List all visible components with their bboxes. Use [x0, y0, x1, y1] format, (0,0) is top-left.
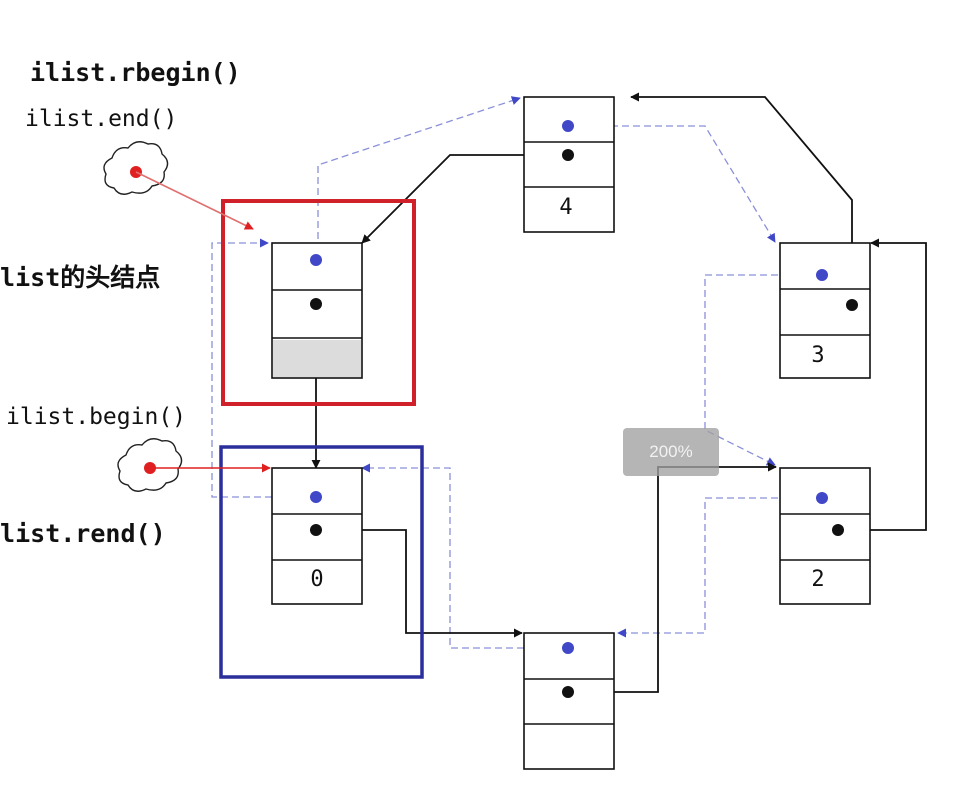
- node-data-cell-empty: [273, 340, 361, 377]
- prev-link-n4-to-n3: [578, 125, 776, 243]
- next-pointer-dot: [562, 149, 574, 161]
- next-pointer-dot: [310, 298, 322, 310]
- node-box: [523, 632, 615, 770]
- rend-label: ilist.rend(): [0, 519, 166, 548]
- prev-pointer-dot: [310, 254, 322, 266]
- zoom-level-badge: 200%: [623, 428, 719, 476]
- next-pointer-dot: [832, 524, 844, 536]
- prev-pointer-dot: [562, 120, 574, 132]
- node-value: 4: [559, 195, 572, 220]
- prev-link-n1-to-n0: [361, 463, 568, 649]
- next-pointer-dot: [562, 686, 574, 698]
- rbegin-label: ilist.rbegin(): [30, 58, 241, 87]
- head-node-label: ilist的头结点: [0, 263, 161, 292]
- node-box: [779, 467, 871, 605]
- prev-pointer-links: [211, 96, 822, 649]
- list-node: 3: [779, 242, 871, 379]
- node-box: [523, 96, 615, 233]
- list-node: 2: [779, 467, 871, 605]
- prev-pointer-dot: [816, 492, 828, 504]
- begin-iterator-marker: [117, 438, 271, 492]
- prev-pointer-dot: [310, 491, 322, 503]
- head-node-highlight: [221, 199, 416, 406]
- list-node: 4: [523, 96, 615, 233]
- node-box: [271, 467, 363, 605]
- node-box: [779, 242, 871, 379]
- end-iterator-marker: [103, 141, 254, 230]
- list-node: [523, 632, 615, 770]
- prev-pointer-dot: [562, 642, 574, 654]
- next-pointer-dot: [846, 299, 858, 311]
- node-value: 0: [310, 567, 323, 592]
- node-value: 2: [811, 567, 824, 592]
- prev-link-n2-to-n1: [617, 497, 822, 638]
- prev-pointer-dot: [816, 269, 828, 281]
- next-link-n2-to-n3: [838, 238, 927, 531]
- list-node-head: [271, 242, 363, 379]
- node-value: 3: [811, 343, 824, 368]
- next-pointer-dot: [310, 524, 322, 536]
- prev-link-n0-to-head: [211, 238, 316, 498]
- prev-link-n3-to-n2: [704, 274, 822, 466]
- end-label: ilist.end(): [25, 106, 178, 132]
- begin-node-highlight: [219, 445, 424, 679]
- list-node: 0: [271, 467, 363, 605]
- prev-link-head-to-n4: [317, 96, 521, 250]
- end-iterator-arrow: [135, 171, 254, 230]
- begin-label: ilist.begin(): [6, 404, 187, 430]
